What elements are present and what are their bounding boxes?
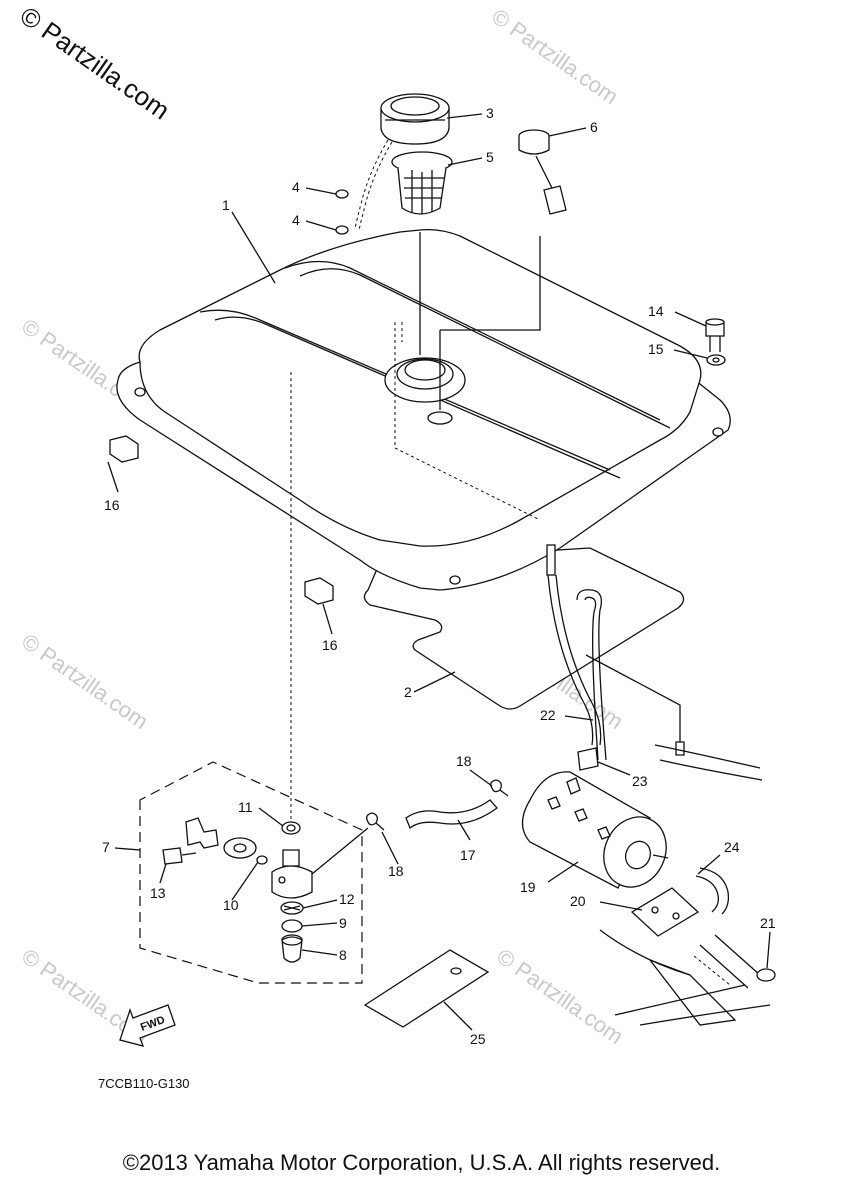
- watermark-text: © Partzilla.com: [487, 4, 623, 110]
- part-6-fuel-gauge: [518, 129, 567, 215]
- part-18-clip-a: [490, 779, 509, 797]
- callout-11: 11: [238, 799, 253, 815]
- part-17-hose: [405, 799, 498, 830]
- callout-15: 15: [648, 341, 664, 357]
- callout-23: 23: [632, 773, 648, 789]
- callout-16b: 16: [322, 637, 338, 653]
- part-19-canister: [521, 771, 669, 889]
- callout-labels: 1 2 3 4 4 5 6 7 8 9 10 11 12 13 14 15 16…: [102, 105, 776, 1047]
- part-7-fuel-cock-assembly: [139, 761, 363, 984]
- part-16-clip-b: [304, 577, 334, 605]
- callout-18a: 18: [456, 753, 472, 769]
- callout-13: 13: [150, 885, 166, 901]
- watermark-text: © Partzilla.com: [492, 944, 628, 1050]
- callout-12: 12: [339, 891, 355, 907]
- callout-22: 22: [540, 707, 556, 723]
- hose-routing: [585, 654, 763, 781]
- callout-6: 6: [590, 119, 598, 135]
- callout-17: 17: [460, 847, 476, 863]
- callout-8: 8: [339, 947, 347, 963]
- frame-section: [599, 929, 771, 1026]
- part-18-clip-b: [366, 812, 385, 831]
- callout-16a: 16: [104, 497, 120, 513]
- callout-5: 5: [486, 149, 494, 165]
- part-15-washer: [706, 354, 726, 366]
- callout-14: 14: [648, 303, 664, 319]
- part-24-hose: [695, 867, 730, 915]
- part-1-fuel-tank: [116, 228, 731, 591]
- callout-10: 10: [223, 897, 239, 913]
- callout-3: 3: [486, 105, 494, 121]
- part-3-fuel-cap: [380, 93, 450, 145]
- part-5-strainer: [391, 151, 453, 215]
- callout-4b: 4: [292, 212, 300, 228]
- part-25-bag: [363, 949, 490, 1028]
- copyright-notice: ©2013 Yamaha Motor Corporation, U.S.A. A…: [122, 1150, 721, 1175]
- part-20-bracket: [630, 887, 700, 937]
- part-16-clip-a: [109, 435, 139, 463]
- callout-21: 21: [760, 915, 776, 931]
- assembly-lines: [290, 232, 541, 826]
- callout-24: 24: [724, 839, 740, 855]
- callout-7: 7: [102, 839, 110, 855]
- part-21-grommet: [756, 968, 776, 982]
- watermark-main: © Partzilla.com: [15, 0, 176, 125]
- leader-lines: [107, 113, 771, 1031]
- callout-9: 9: [339, 915, 347, 931]
- cap-chain: [354, 139, 393, 231]
- callout-18b: 18: [388, 863, 404, 879]
- diagram-code: 7CCB110-G130: [98, 1076, 190, 1091]
- part-14-bolt: [705, 318, 725, 352]
- callout-19: 19: [520, 879, 536, 895]
- callout-20: 20: [570, 893, 586, 909]
- callout-1: 1: [222, 197, 230, 213]
- callout-25: 25: [470, 1031, 486, 1047]
- part-22-fuel-hose: [547, 574, 607, 761]
- part-4-washers: [335, 189, 349, 235]
- part-23-hose-clamp: [577, 747, 599, 771]
- watermark-text: © Partzilla.com: [17, 629, 153, 735]
- callout-4a: 4: [292, 179, 300, 195]
- callout-2: 2: [404, 684, 412, 700]
- forward-arrow-icon: FWD: [119, 1004, 176, 1047]
